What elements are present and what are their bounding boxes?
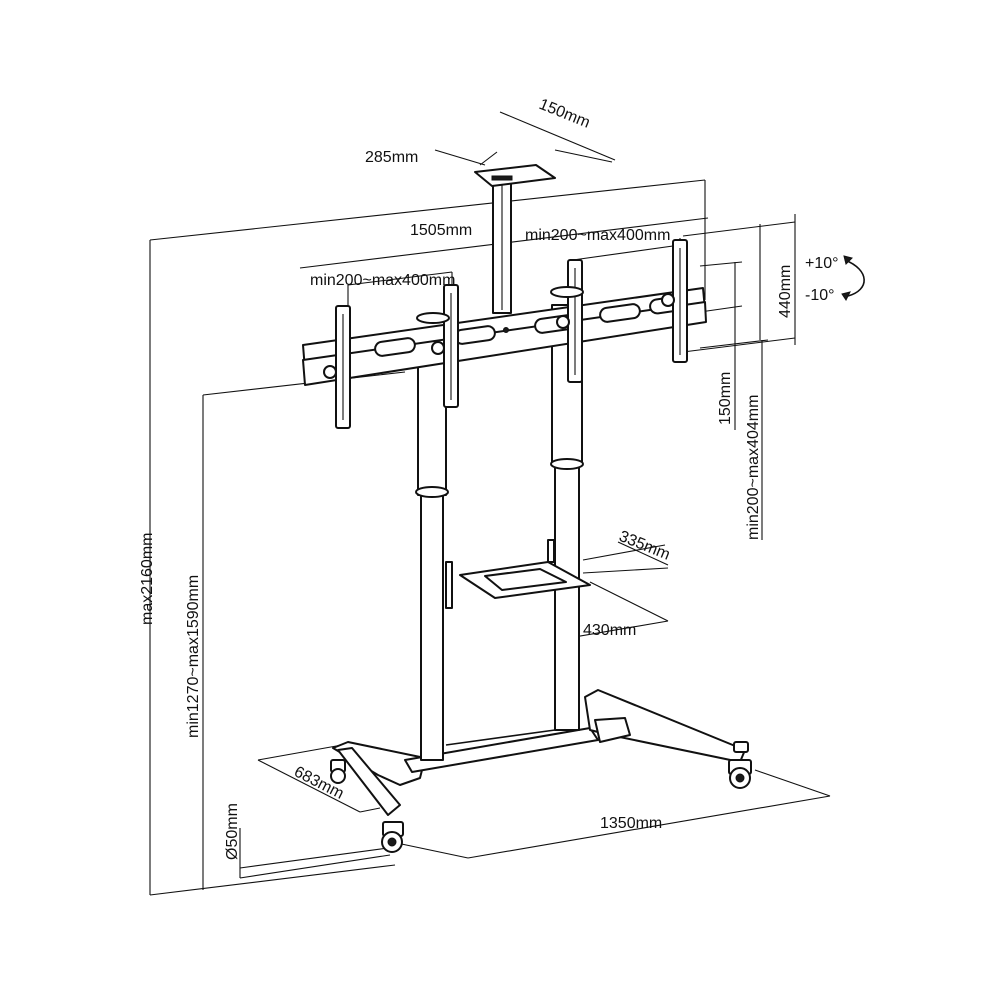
caster-back-right [733,741,749,753]
media-shelf [445,539,591,609]
label-mount-height: min1270~max1590mm [185,575,202,738]
lower-crossbar [445,729,556,746]
column-cap-left [416,312,450,324]
mount-crossbar [302,287,707,386]
caster-front-left [381,821,404,853]
label-vesa-vertical: min200~max404mm [745,395,762,540]
column-cap-right [550,286,584,298]
dimension-lines [149,111,831,896]
vesa-bracket-1 [323,305,351,429]
vesa-bracket-4 [661,239,688,363]
tilt-arrow-icon [841,255,865,301]
label-vert-offset: 150mm [717,372,734,425]
label-shelf-width: 430mm [583,622,636,639]
label-total-height: max2160mm [139,533,156,625]
base-frame [332,689,746,816]
label-bar-length: 1505mm [410,222,472,239]
label-vesa-left: min200~max400mm [310,272,455,289]
caster-back-left [330,759,346,784]
label-bracket-height: 440mm [777,265,794,318]
label-base-width: 1350mm [600,815,662,832]
label-shelf-depth: 335mm [617,528,673,564]
caster-front-right [728,759,752,789]
label-caster: Ø50mm [224,803,241,860]
label-cam-depth: 285mm [365,149,418,166]
label-tilt-down: -10° [805,287,835,304]
label-vesa-right: min200~max400mm [525,227,670,244]
label-cam-width: 150mm [537,96,593,132]
label-tilt-up: +10° [805,255,839,272]
camera-mast [474,164,556,314]
